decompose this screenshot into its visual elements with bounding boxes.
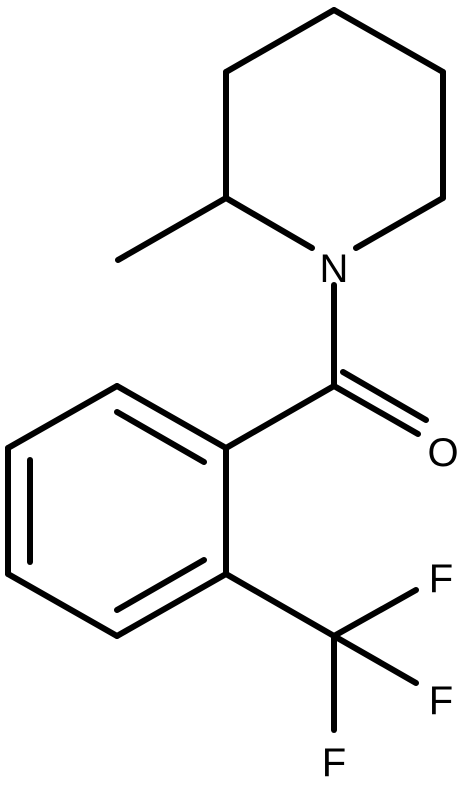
bond-benzene-2 [5,383,120,451]
bond-benzene-5-inner [114,557,207,613]
atom-label-fluorine-3: F [322,741,346,785]
benzene-ring [5,383,229,639]
bond-ring-c6-n [353,195,446,251]
atom-label-oxygen: O [427,431,458,475]
bond-benzene-1 [114,383,229,451]
bond-ring-c4-c5 [331,7,446,75]
bond-methyl [115,195,229,263]
trifluoromethyl-group [223,571,419,733]
bond-benzene-5 [114,571,229,639]
bond-benzene-4 [5,571,120,639]
bond-aryl-cf3 [223,571,337,639]
bond-ring-c3-c4 [223,7,337,75]
bond-carbonyl-aryl [223,383,337,451]
bond-cf3-f2 [331,633,419,686]
carbonyl-double-bond [331,369,429,437]
atom-label-fluorine-2: F [429,679,453,723]
piperidine-ring [223,7,446,251]
bond-cf3-f1 [331,587,419,639]
bond-ring-n-c2 [223,195,315,251]
bond-carbonyl-1 [331,383,421,437]
bond-benzene-1-inner [114,409,207,465]
bond-carbonyl-2 [340,369,429,423]
atom-label-nitrogen: N [320,247,349,291]
atom-label-fluorine-1: F [429,557,453,601]
